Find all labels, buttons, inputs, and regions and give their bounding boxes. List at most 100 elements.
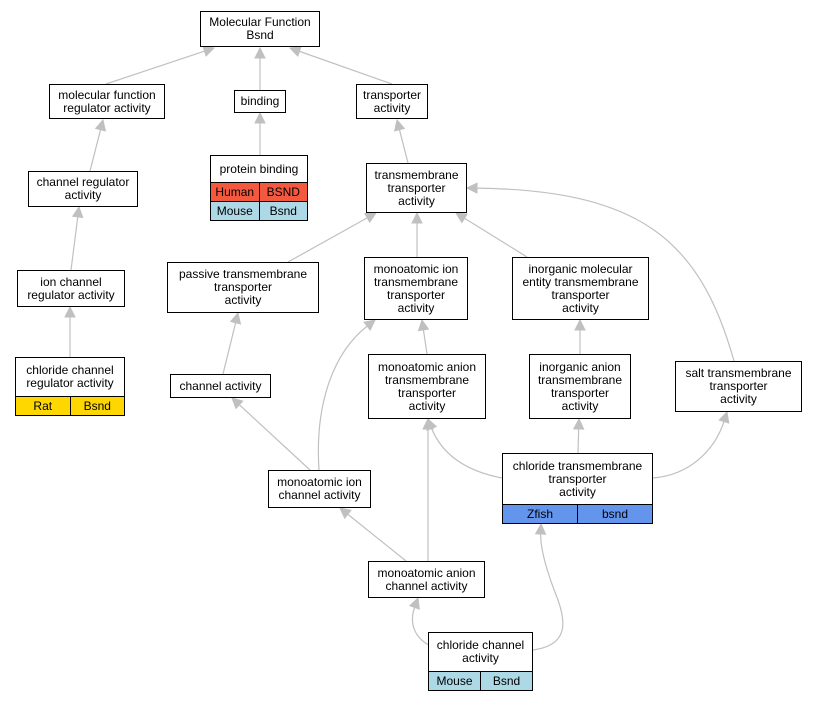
species-cell[interactable]: Mouse <box>216 204 253 218</box>
node-label: protein binding <box>219 161 299 176</box>
node-protein-binding[interactable]: protein binding Human BSND Mouse Bsnd <box>210 155 308 221</box>
node-label: binding <box>240 94 280 108</box>
arrowhead <box>718 410 730 424</box>
arrowhead <box>572 417 585 430</box>
edge-pb-to-binding <box>254 111 266 155</box>
edge-mfr-to-mf <box>105 45 216 85</box>
gene-cell[interactable]: BSND <box>258 183 308 201</box>
arrowhead <box>465 182 478 194</box>
node-channel-activity[interactable]: channel activity <box>170 374 271 398</box>
edge-line <box>532 532 564 651</box>
species-cell[interactable]: Mouse <box>436 674 473 688</box>
edge-line <box>398 128 409 164</box>
node-label: channel activity <box>179 378 262 393</box>
gene-cell[interactable]: Bsnd <box>480 672 532 690</box>
edge-line <box>346 513 407 562</box>
edge-line <box>222 321 237 375</box>
edge-line <box>422 328 428 355</box>
edge-tm-to-transporter <box>393 118 409 164</box>
edge-binding-to-mf <box>254 46 266 90</box>
annotation-row: Rat Bsnd <box>16 396 124 415</box>
arrowhead <box>254 111 266 124</box>
edge-monoanionch-to-monoionch <box>339 507 407 562</box>
gene-cell[interactable]: Bsnd <box>69 397 125 415</box>
edge-inorgmol-to-tm <box>455 212 528 258</box>
edge-line <box>463 217 528 258</box>
edge-chlorch-to-chlortm <box>532 522 564 651</box>
edge-line <box>475 187 735 362</box>
edge-clreg-to-ionreg <box>64 305 76 357</box>
annotation-row: Mouse Bsnd <box>211 201 307 220</box>
annotation-row: Human BSND <box>211 182 307 201</box>
arrowhead <box>202 45 216 57</box>
arrowhead <box>363 319 376 332</box>
edge-monoionch-to-monoion <box>317 319 376 471</box>
arrowhead <box>408 596 420 610</box>
species-cell[interactable]: Rat <box>33 399 53 413</box>
edge-line <box>317 325 369 471</box>
gene-cell[interactable]: Bsnd <box>258 202 308 220</box>
arrowhead <box>393 118 406 132</box>
arrowhead <box>364 212 377 224</box>
edge-monoionch-to-channel <box>231 397 311 471</box>
arrowhead <box>411 211 423 224</box>
arrowhead <box>455 212 468 224</box>
arrowhead <box>71 205 84 219</box>
annotation-row: Zfish bsnd <box>503 504 652 523</box>
node-binding[interactable]: binding <box>234 90 286 113</box>
edge-chreg-to-mfr <box>89 118 107 172</box>
arrowhead <box>231 397 244 410</box>
edge-salt-to-tm <box>465 182 735 362</box>
arrowhead <box>339 507 352 520</box>
species-cell[interactable]: Human <box>215 185 255 199</box>
arrowhead <box>422 417 434 430</box>
arrowhead <box>417 318 430 332</box>
edge-line <box>652 420 725 479</box>
arrowhead <box>534 522 547 535</box>
edge-chlortm-to-inorganion <box>572 417 585 454</box>
arrowhead <box>64 305 76 318</box>
gene-cell[interactable]: bsnd <box>577 505 652 523</box>
edge-chlortm-to-salt <box>652 410 730 479</box>
edge-line <box>430 427 503 479</box>
edge-inorganion-to-inorgmol <box>574 318 586 354</box>
edge-line <box>238 403 311 471</box>
arrowhead <box>94 118 107 132</box>
species-cell[interactable]: Zfish <box>526 507 553 521</box>
edge-line <box>287 216 369 263</box>
edge-monoanionch-to-monoanion <box>422 417 434 561</box>
edge-channel-to-passive <box>222 311 242 375</box>
